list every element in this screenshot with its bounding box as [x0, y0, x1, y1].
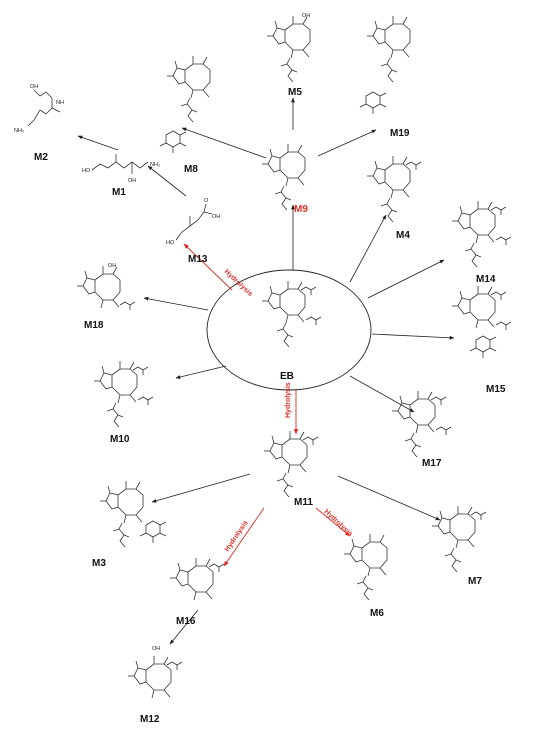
svg-text:HO: HO: [166, 240, 175, 246]
hydrolysis-label-m13: Hydrolysis: [223, 268, 254, 298]
m2-label: M2: [34, 152, 48, 163]
m13-structure: HO OH O: [166, 198, 220, 246]
arrow-eb-m15: [371, 333, 455, 340]
m6-label: M6: [370, 608, 384, 619]
m15-structure: [451, 285, 512, 359]
m11-label: M11: [294, 497, 313, 508]
m10-structure: [93, 360, 154, 428]
m2-structure: OH NH NH₂: [14, 84, 64, 134]
svg-text:NH₂: NH₂: [150, 162, 160, 168]
arrow-eb-m4: [349, 214, 387, 283]
eb-label: EB: [280, 371, 294, 382]
m8-label: M8: [184, 164, 198, 175]
arrow-m9-m8: [181, 127, 267, 159]
m15-label: M15: [486, 384, 506, 395]
eb-structure: [261, 280, 322, 348]
m18-structure: OH: [76, 263, 136, 311]
svg-text:OH: OH: [212, 214, 220, 220]
m3-label: M3: [92, 558, 106, 569]
m18-label: M18: [84, 320, 104, 331]
svg-text:NH: NH: [56, 100, 64, 106]
m19-structure: [359, 15, 411, 115]
arrow-m11-m7: [337, 475, 441, 521]
m13-label: M13: [188, 254, 208, 265]
m5-structure: OH: [266, 13, 311, 83]
m8-structure: [159, 55, 211, 154]
arrow-eb-m18: [143, 296, 209, 311]
m9-label: M9: [294, 204, 308, 215]
arrow-eb-m14: [367, 259, 445, 299]
arrow-m11-m6: [315, 507, 351, 537]
hydrolysis-label-m6: Hydrolysis: [323, 508, 354, 538]
m7-label: M7: [468, 576, 482, 587]
svg-text:NH₂: NH₂: [14, 128, 24, 134]
m16-label: M16: [176, 616, 196, 627]
arrow-m13-m1: [147, 165, 187, 197]
pathway-arrows: [77, 97, 455, 645]
m14-structure: [451, 200, 512, 268]
arrow-m11-m3: [151, 473, 251, 503]
m17-structure: [391, 390, 452, 458]
m10-label: M10: [110, 434, 130, 445]
m19-label: M19: [390, 128, 410, 139]
m12-label: M12: [140, 714, 160, 725]
arrow-eb-m13: [183, 243, 233, 291]
m14-label: M14: [476, 274, 496, 285]
svg-text:OH: OH: [152, 646, 160, 652]
svg-text:OH: OH: [302, 13, 310, 19]
svg-text:HO: HO: [82, 168, 91, 174]
hydrolysis-label-m11: Hydrolysis: [285, 382, 292, 418]
arrow-m16-m12: [169, 609, 199, 645]
m5-label: M5: [288, 87, 302, 98]
eb-ellipse: [206, 269, 372, 391]
svg-text:OH: OH: [108, 263, 116, 269]
arrow-m11-m16: [223, 507, 265, 567]
svg-text:O: O: [204, 198, 209, 204]
m12-structure: OH: [127, 646, 183, 699]
arrow-eb-m10: [175, 365, 227, 379]
m1-label: M1: [112, 187, 126, 198]
m16-structure: [169, 557, 225, 601]
m11-structure: [263, 430, 319, 498]
m9-structure: [261, 143, 306, 211]
arrow-m1-m2: [77, 135, 119, 151]
m3-structure: [99, 480, 167, 548]
m4-structure: [366, 155, 422, 223]
svg-text:OH: OH: [128, 178, 136, 184]
m1-structure: HO OH NH₂: [82, 154, 160, 184]
m6-structure: [343, 533, 388, 601]
m7-structure: [431, 505, 487, 573]
svg-text:OH: OH: [30, 84, 38, 90]
arrow-eb-m17: [349, 375, 415, 413]
arrow-m9-m19: [317, 129, 377, 157]
m4-label: M4: [396, 230, 410, 241]
m17-label: M17: [422, 458, 442, 469]
